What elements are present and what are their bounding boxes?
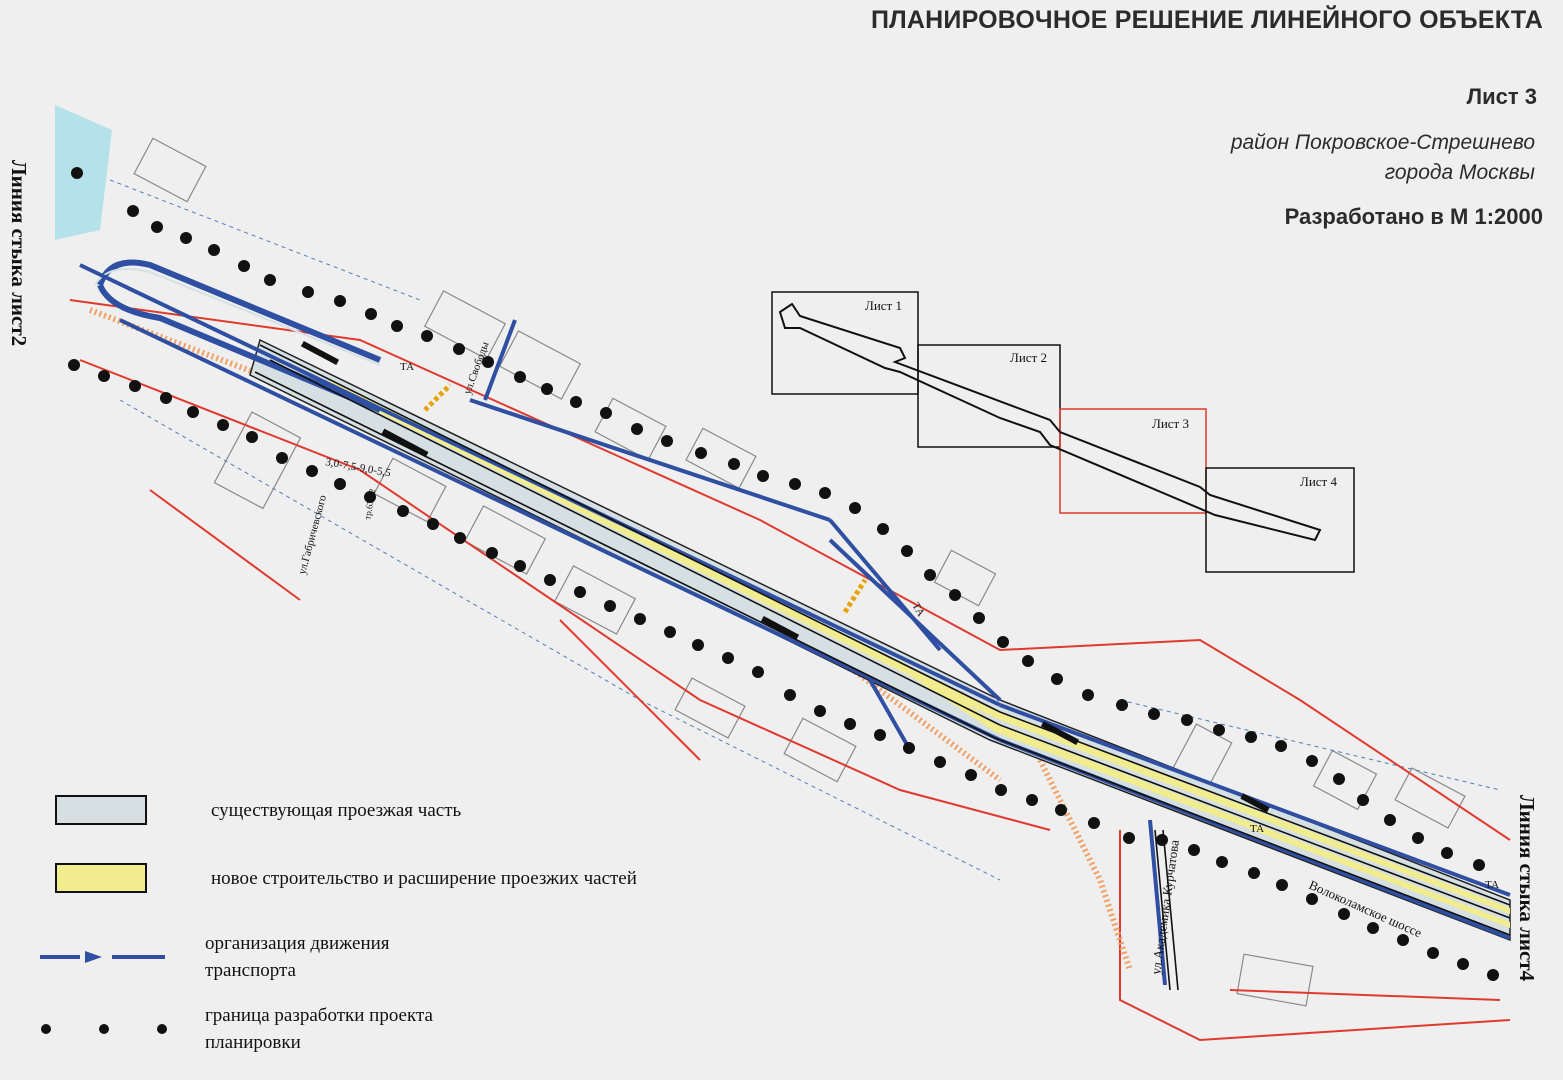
water-area bbox=[55, 105, 112, 240]
swatch-existing bbox=[55, 795, 147, 825]
elevation-label: 3,0-7,5-9,0-5,5 bbox=[324, 456, 392, 479]
street-label-gabrichevskogo: ул.Габричевского bbox=[296, 493, 329, 575]
traffic-arrow-icon bbox=[40, 951, 165, 963]
key-label-1: Лист 1 bbox=[865, 298, 902, 313]
page-title: ПЛАНИРОВОЧНОЕ РЕШЕНИЕ ЛИНЕЙНОГО ОБЪЕКТА bbox=[871, 6, 1543, 34]
ta-label-1: ТА bbox=[400, 361, 414, 373]
district-caption: район Покровское-Стрешнево города Москвы bbox=[1231, 128, 1535, 188]
new-construction-strip-2 bbox=[895, 660, 1510, 928]
join-line-right: Линия стыка лист4 bbox=[1515, 795, 1539, 982]
tr-label: тр.63,22 bbox=[362, 488, 377, 520]
ta-label-3: ТА bbox=[1250, 823, 1264, 835]
legend-boundary-line1: граница разработки проекта bbox=[205, 1005, 433, 1026]
sheet-number: Лист 3 bbox=[1466, 84, 1537, 109]
legend-new: новое строительство и расширение проезжи… bbox=[55, 863, 637, 893]
legend: существующая проезжая часть новое строит… bbox=[0, 780, 760, 1080]
legend-traffic-line1: организация движения bbox=[205, 933, 390, 954]
boundary-dots-upper bbox=[71, 167, 1485, 871]
district-line-1: район Покровское-Стрешнево bbox=[1230, 131, 1535, 154]
scale-caption: Разработано в М 1:2000 bbox=[1284, 204, 1543, 229]
legend-new-label: новое строительство и расширение проезжи… bbox=[211, 867, 637, 889]
legend-traffic-line2: транспорта bbox=[205, 960, 296, 981]
legend-existing: существующая проезжая часть bbox=[55, 795, 461, 825]
key-sheet-3 bbox=[1059, 408, 1207, 514]
red-lines bbox=[69, 299, 1511, 1042]
crossing-2 bbox=[842, 578, 868, 614]
legend-existing-label: существующая проезжая часть bbox=[211, 799, 462, 821]
key-sheet-4 bbox=[1205, 467, 1355, 573]
crossing-1 bbox=[423, 383, 452, 412]
legend-boundary-line2: планировки bbox=[205, 1032, 301, 1053]
road-curbs bbox=[254, 344, 1511, 991]
legend-boundary: граница разработки проекта планировки bbox=[40, 1002, 433, 1056]
key-sheet-2 bbox=[917, 344, 1061, 448]
key-label-3: Лист 3 bbox=[1152, 416, 1189, 431]
key-map: Лист 1 Лист 2 Лист 3 Лист 4 bbox=[771, 291, 1355, 573]
key-label-2: Лист 2 bbox=[1010, 350, 1047, 365]
key-sheet-1 bbox=[771, 291, 919, 395]
district-line-2: города Москвы bbox=[1384, 161, 1535, 184]
loop-ramp bbox=[97, 259, 382, 413]
structures bbox=[300, 340, 1270, 813]
key-label-4: Лист 4 bbox=[1300, 474, 1337, 489]
boundary-dots-lower bbox=[68, 359, 1499, 981]
utility-lines bbox=[109, 179, 1501, 881]
swatch-new bbox=[55, 863, 147, 893]
legend-traffic: организация движения транспорта bbox=[40, 930, 390, 984]
ta-label-4: ТА bbox=[1485, 879, 1499, 891]
boundary-dots-icon bbox=[41, 1024, 167, 1034]
key-route-outline bbox=[778, 302, 1322, 542]
join-line-left: Линия стыка лист2 bbox=[7, 160, 31, 347]
